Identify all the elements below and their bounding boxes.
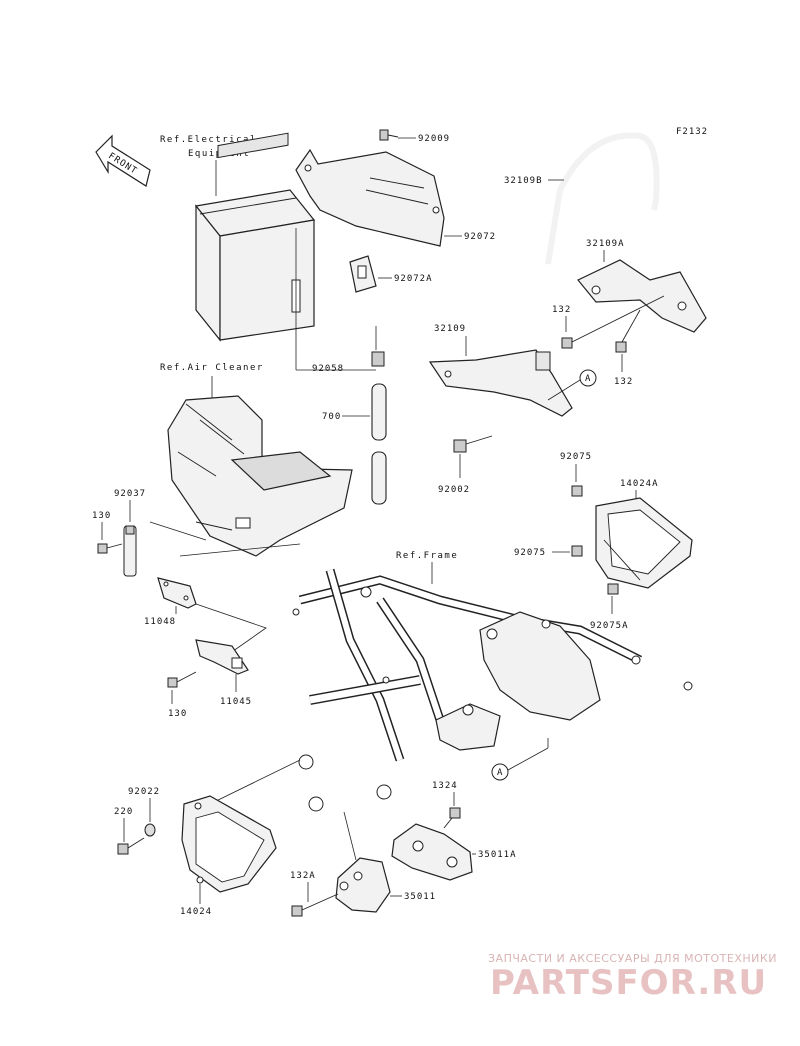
bracket-32109	[428, 349, 573, 417]
label-35011A: 35011A	[478, 850, 517, 860]
battery-part	[194, 132, 316, 342]
label-92075b: 92075	[514, 548, 546, 558]
bolt-1324	[443, 807, 461, 829]
label-700: 700	[322, 412, 341, 422]
label-132A: 132A	[290, 871, 316, 881]
reference-marker-a2: A	[491, 738, 549, 781]
bracket-11045	[195, 639, 249, 675]
side-cover-14024	[181, 795, 277, 893]
label-32109A: 32109A	[586, 239, 625, 249]
label-92022: 92022	[128, 787, 160, 797]
ref-air-cleaner: Ref.Air Cleaner	[160, 363, 264, 373]
nut-92075A	[607, 583, 619, 595]
ref-frame: Ref.Frame	[396, 551, 458, 561]
label-92075a: 92075	[560, 452, 592, 462]
side-cover-14024A	[595, 497, 693, 589]
label-35011: 35011	[404, 892, 436, 902]
rubber-92075b	[571, 545, 583, 557]
ref-electrical-line1: Ref.Electrical	[160, 135, 257, 145]
label-11048: 11048	[144, 617, 176, 627]
fitting-92058	[371, 351, 385, 367]
label-32109B: 32109B	[504, 176, 543, 186]
bolt-132a	[561, 295, 665, 349]
diagram-code: F2132	[676, 127, 708, 137]
label-92058: 92058	[312, 364, 344, 374]
label-92009: 92009	[418, 134, 450, 144]
label-14024A: 14024A	[620, 479, 659, 489]
pad-92072A	[349, 255, 377, 293]
label-132b: 132	[614, 377, 633, 387]
label-220: 220	[114, 807, 133, 817]
rubber-92075a	[571, 485, 583, 497]
label-132a: 132	[552, 305, 571, 315]
reference-marker-a1: A	[547, 369, 597, 401]
hose-700	[371, 383, 387, 505]
label-130b: 130	[168, 709, 187, 719]
bolt-92002	[453, 435, 493, 453]
bolt-92009	[379, 129, 399, 141]
svg-text:A: A	[497, 768, 503, 778]
grab-rail-32109B	[545, 132, 660, 265]
bracket-11048	[157, 577, 197, 609]
label-92037: 92037	[114, 489, 146, 499]
label-11045: 11045	[220, 697, 252, 707]
label-92072: 92072	[464, 232, 496, 242]
label-92002: 92002	[438, 485, 470, 495]
label-92072A: 92072A	[394, 274, 433, 284]
bracket-32109A	[577, 259, 707, 333]
label-14024: 14024	[180, 907, 212, 917]
collar-92037	[123, 525, 137, 577]
bracket-35011A	[391, 823, 473, 881]
washer-92022	[144, 823, 156, 837]
svg-text:A: A	[585, 374, 591, 384]
front-arrow-icon: FRONT	[95, 134, 151, 187]
bracket-35011	[335, 857, 391, 913]
battery-case-part	[295, 148, 445, 247]
bolt-132A	[291, 893, 339, 917]
label-32109: 32109	[434, 324, 466, 334]
watermark-tagline: ЗАПЧАСТИ И АКСЕССУАРЫ ДЛЯ МОТОТЕХНИКИ	[488, 952, 777, 965]
label-1324: 1324	[432, 781, 458, 791]
bolt-132b	[615, 309, 641, 353]
frame-part	[286, 568, 693, 814]
air-cleaner-part	[167, 395, 353, 557]
label-92075A: 92075A	[590, 621, 629, 631]
watermark-brand: PARTSFOR.RU	[490, 963, 767, 1003]
label-130a: 130	[92, 511, 111, 521]
bolt-130a	[97, 543, 123, 554]
bolt-130b	[167, 671, 197, 688]
bolt-220	[117, 837, 145, 855]
